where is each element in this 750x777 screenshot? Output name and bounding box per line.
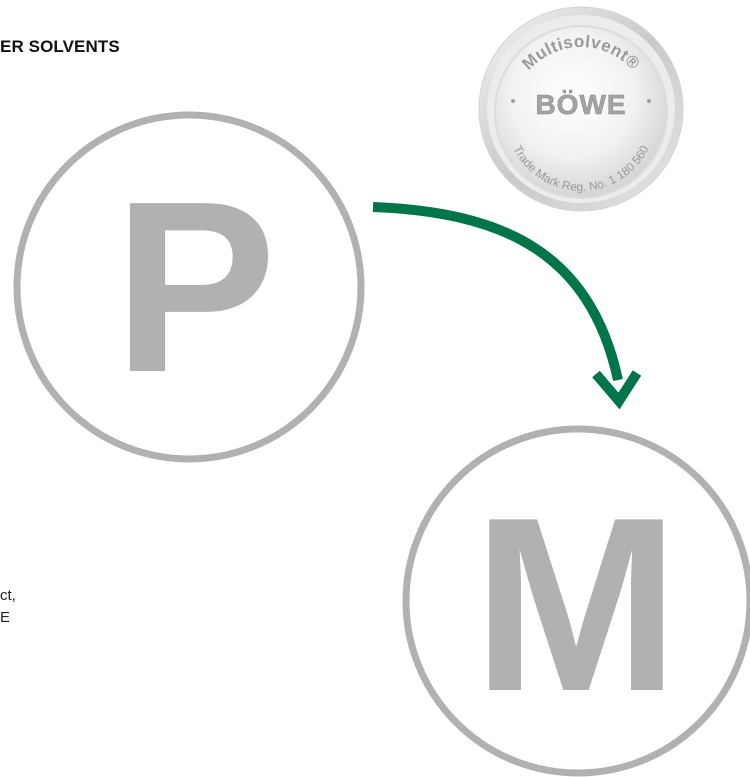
- seal-center-text: BÖWE: [535, 89, 626, 120]
- section-heading: ER SOLVENTS: [0, 37, 120, 56]
- m-circle: [402, 425, 750, 777]
- solvent-m-symbol: M: [402, 425, 750, 777]
- m-letter: M: [473, 465, 680, 743]
- body-text-line-2: E: [0, 609, 11, 626]
- p-letter: P: [114, 150, 277, 423]
- arrow-icon: [372, 202, 642, 410]
- multisolvent-seal-logo: Multisolvent® BÖWE Trade Mark Reg. No. 1…: [478, 6, 684, 212]
- solvent-p-symbol: P: [13, 111, 365, 463]
- p-circle: [13, 111, 365, 463]
- body-text-line-1: ct,: [0, 587, 16, 604]
